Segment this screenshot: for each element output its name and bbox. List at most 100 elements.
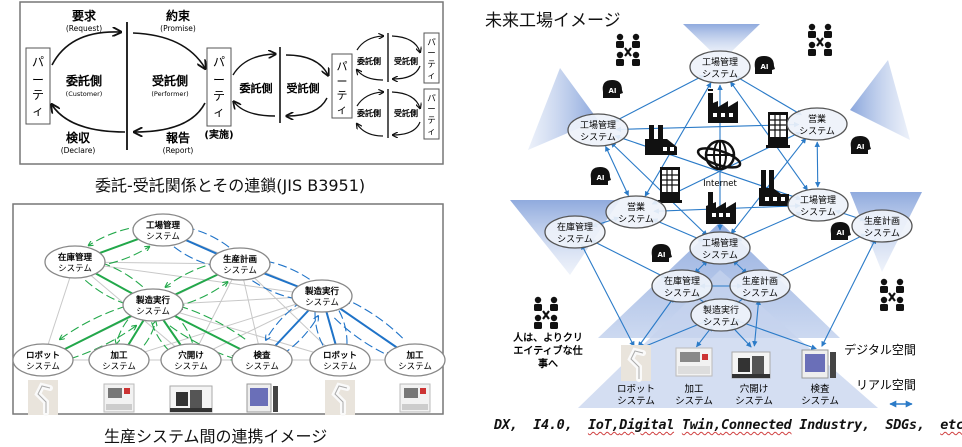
report-en: (Report) bbox=[163, 146, 194, 155]
internet-globe-icon bbox=[696, 139, 742, 171]
node-label: システム bbox=[136, 307, 170, 317]
node-label: システム bbox=[799, 126, 835, 137]
node-label: システム bbox=[742, 288, 778, 299]
shop-floor-label: 加工 bbox=[684, 384, 704, 395]
node-label: 生産計画 bbox=[742, 275, 778, 287]
svg-text:パ: パ bbox=[213, 55, 225, 69]
node-label: システム bbox=[245, 362, 279, 372]
network-link bbox=[735, 211, 803, 242]
drilling-machine-image bbox=[731, 351, 771, 379]
kw-dx: DX, bbox=[494, 417, 518, 433]
chain-arrow bbox=[391, 91, 420, 108]
flow-arrow bbox=[151, 322, 175, 355]
chain-performer-label: 受託側 bbox=[287, 81, 320, 95]
chain-customer-label: 委託側 bbox=[356, 108, 381, 118]
report-label: 報告 bbox=[166, 130, 190, 145]
network-link bbox=[775, 233, 867, 279]
flow-arrow bbox=[96, 261, 144, 288]
people-meeting-icon bbox=[880, 278, 904, 311]
performer-en: (Performer) bbox=[151, 90, 188, 98]
svg-text:AI: AI bbox=[596, 174, 604, 182]
svg-text:AI: AI bbox=[836, 229, 844, 237]
node-label: 製造実行 bbox=[135, 295, 171, 306]
node-label: 在庫管理 bbox=[58, 252, 93, 263]
svg-text:テ: テ bbox=[427, 60, 436, 70]
shop-floor-label: システム bbox=[675, 396, 713, 407]
svg-text:パ: パ bbox=[427, 38, 436, 48]
node-label: 工場管理 bbox=[146, 220, 181, 231]
robot-arm-image bbox=[621, 345, 651, 382]
flow-arrow bbox=[170, 310, 193, 343]
people-meeting-icon bbox=[616, 33, 640, 66]
panel2-caption: 生産システム間の連携イメージ bbox=[104, 427, 328, 446]
factory-icon bbox=[708, 89, 738, 123]
party-box-chain: パ ー テ ィ bbox=[331, 53, 353, 119]
factory-icon bbox=[645, 125, 677, 155]
cone-upper-right bbox=[850, 60, 910, 140]
svg-text:ー: ー bbox=[427, 49, 436, 59]
declare-label: 検収 bbox=[66, 130, 91, 145]
chain-performer-label: 受託側 bbox=[394, 56, 418, 66]
kw-iot: IoT, bbox=[587, 417, 620, 433]
svg-text:テ: テ bbox=[213, 89, 225, 103]
node-label: システム bbox=[664, 288, 700, 299]
svg-text:テ: テ bbox=[32, 88, 44, 102]
kw-industry: Industry, bbox=[799, 417, 870, 433]
chain-arrow bbox=[234, 102, 276, 117]
flow-arrow bbox=[180, 306, 246, 340]
node-label: システム bbox=[703, 317, 739, 328]
chain-arrow bbox=[232, 54, 275, 76]
node-label: 生産計画 bbox=[223, 254, 257, 265]
node-label: 加工 bbox=[109, 350, 128, 361]
gray-link bbox=[118, 295, 323, 361]
shop-floor-label: システム bbox=[801, 396, 839, 407]
node-label: システム bbox=[323, 362, 357, 372]
promise-label: 約束 bbox=[166, 8, 191, 23]
chain-arrow bbox=[285, 54, 328, 75]
kw-digital: Digital bbox=[619, 417, 675, 433]
shop-floor-label: システム bbox=[735, 396, 773, 407]
node-label: 在庫管理 bbox=[557, 221, 593, 233]
promise-arrow bbox=[132, 32, 205, 68]
network-link bbox=[814, 141, 821, 188]
node-label: 工場管理 bbox=[800, 194, 836, 206]
network-link bbox=[652, 218, 704, 242]
kw-connected: Connected bbox=[721, 417, 792, 433]
ai-head-icon: AI bbox=[754, 56, 775, 74]
robot-machine-image bbox=[28, 380, 58, 416]
chain-arrow bbox=[356, 92, 383, 107]
node-label: 工場管理 bbox=[580, 119, 616, 131]
ai-head-icon: AI bbox=[850, 136, 871, 154]
ai-head-icon: AI bbox=[830, 222, 851, 240]
network-link bbox=[733, 318, 817, 350]
node-label: 製造実行 bbox=[703, 304, 739, 316]
node-label: システム bbox=[618, 214, 654, 225]
chain-arrow bbox=[357, 124, 384, 137]
node-label: ロボット bbox=[323, 350, 357, 361]
chain-arrow bbox=[356, 36, 383, 51]
people-meeting-icon bbox=[808, 23, 832, 56]
promise-en: (Promise) bbox=[160, 24, 196, 33]
customer-en: (Customer) bbox=[66, 90, 103, 98]
svg-text:ィ: ィ bbox=[213, 105, 225, 119]
people-icons bbox=[534, 23, 904, 329]
node-label: システム bbox=[557, 234, 593, 245]
cone-top bbox=[683, 24, 760, 55]
party-box-small: パ ー テ ィ bbox=[423, 88, 440, 140]
node-label: 工場管理 bbox=[702, 56, 738, 68]
